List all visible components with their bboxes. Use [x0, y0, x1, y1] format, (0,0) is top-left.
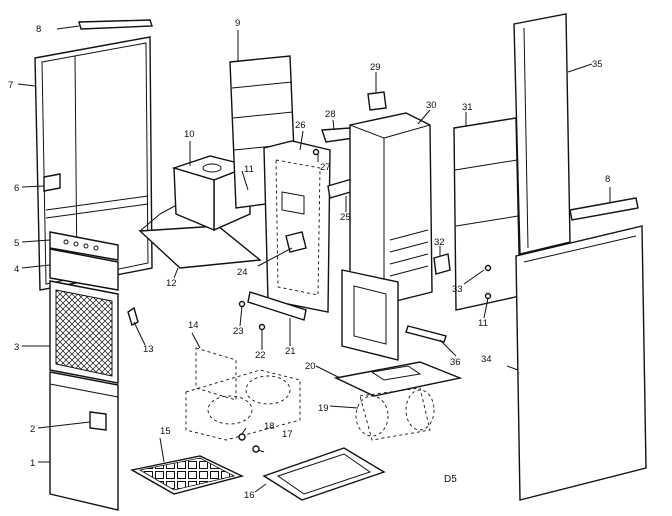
- callout-19: 19: [318, 403, 329, 414]
- callout-4: 4: [14, 264, 19, 275]
- callout-12: 12: [166, 278, 177, 289]
- callout-11-right: 11: [478, 318, 488, 329]
- callout-20: 20: [305, 361, 316, 372]
- part-33-screw: [484, 264, 492, 272]
- callout-33: 33: [452, 284, 463, 295]
- part-32-elbow: [433, 253, 451, 275]
- part-6-bracket: [43, 173, 61, 192]
- part-28-mount-plate: [321, 127, 355, 143]
- callout-28: 28: [325, 109, 336, 120]
- part-27-fastener: [312, 148, 320, 156]
- part-20-plate: [333, 361, 463, 397]
- part-24-bracket: [285, 231, 307, 253]
- callout-29: 29: [370, 62, 381, 73]
- callout-6: 6: [14, 183, 19, 194]
- part-18-washer: [238, 433, 246, 441]
- callout-14: 14: [188, 320, 199, 331]
- callout-18: 18: [264, 421, 275, 432]
- callout-2: 2: [30, 424, 35, 435]
- callout-5: 5: [14, 238, 19, 249]
- callout-22: 22: [255, 350, 266, 361]
- diagram-footer-code: D5: [444, 474, 457, 485]
- part-15-filter-grid: [130, 455, 245, 495]
- callout-25: 25: [340, 212, 351, 223]
- callout-34: 34: [481, 354, 492, 365]
- callout-15: 15: [160, 426, 171, 437]
- callout-16: 16: [244, 490, 255, 501]
- part-3-grille-door: [49, 280, 119, 384]
- callout-9: 9: [235, 18, 240, 29]
- part-13-clip: [127, 306, 139, 326]
- part-26-divider-panel: [263, 140, 331, 313]
- part-21-angle-bar: [247, 291, 307, 321]
- callout-23: 23: [233, 326, 244, 337]
- callout-21: 21: [285, 346, 296, 357]
- exchanger-collar-flange: [341, 269, 399, 361]
- callout-3: 3: [14, 342, 19, 353]
- part-16-base-pan: [262, 447, 386, 501]
- part-35-right-side-panel: [513, 13, 571, 255]
- callout-17: 17: [282, 429, 293, 440]
- part-36-rod: [405, 325, 447, 343]
- part-14-heat-exchanger: [185, 347, 301, 441]
- callout-32: 32: [434, 237, 445, 248]
- part-1-lower-door: [49, 371, 119, 511]
- callout-10: 10: [184, 129, 195, 140]
- callout-7: 7: [8, 80, 13, 91]
- callout-24: 24: [237, 267, 248, 278]
- callout-8: 8: [36, 24, 41, 35]
- part-5-control-panel: [49, 231, 119, 261]
- callout-27: 27: [320, 162, 331, 173]
- part-30-exchanger-housing: [349, 112, 433, 305]
- callout-1: 1: [30, 458, 35, 469]
- callout-30: 30: [426, 100, 437, 111]
- callout-labels: 8 7 6 5 4 3 2 1 9 10 12 13 11 26 24 23 2…: [8, 18, 610, 501]
- part-23-screw: [238, 300, 246, 308]
- part-19-blower: [355, 387, 435, 441]
- callout-13: 13: [143, 344, 154, 355]
- callout-26: 26: [295, 120, 306, 131]
- part-4-upper-door: [49, 248, 119, 291]
- part-2-latch: [89, 411, 107, 431]
- callout-35: 35: [592, 59, 603, 70]
- part-31-cover-panel: [453, 117, 521, 311]
- callout-8-right: 8: [605, 174, 610, 185]
- callout-36: 36: [450, 357, 461, 368]
- part-8-top-strip: [78, 19, 153, 30]
- part-8-side-strip: [569, 197, 639, 221]
- part-29-switch: [367, 91, 387, 111]
- part-17-nut: [252, 445, 260, 453]
- leader-lines: [17, 25, 611, 493]
- part-34-front-right-door: [515, 225, 647, 501]
- part-22-screw: [258, 323, 266, 331]
- part-11-screw: [484, 292, 492, 300]
- callout-11: 11: [244, 164, 254, 175]
- callout-31: 31: [462, 102, 473, 113]
